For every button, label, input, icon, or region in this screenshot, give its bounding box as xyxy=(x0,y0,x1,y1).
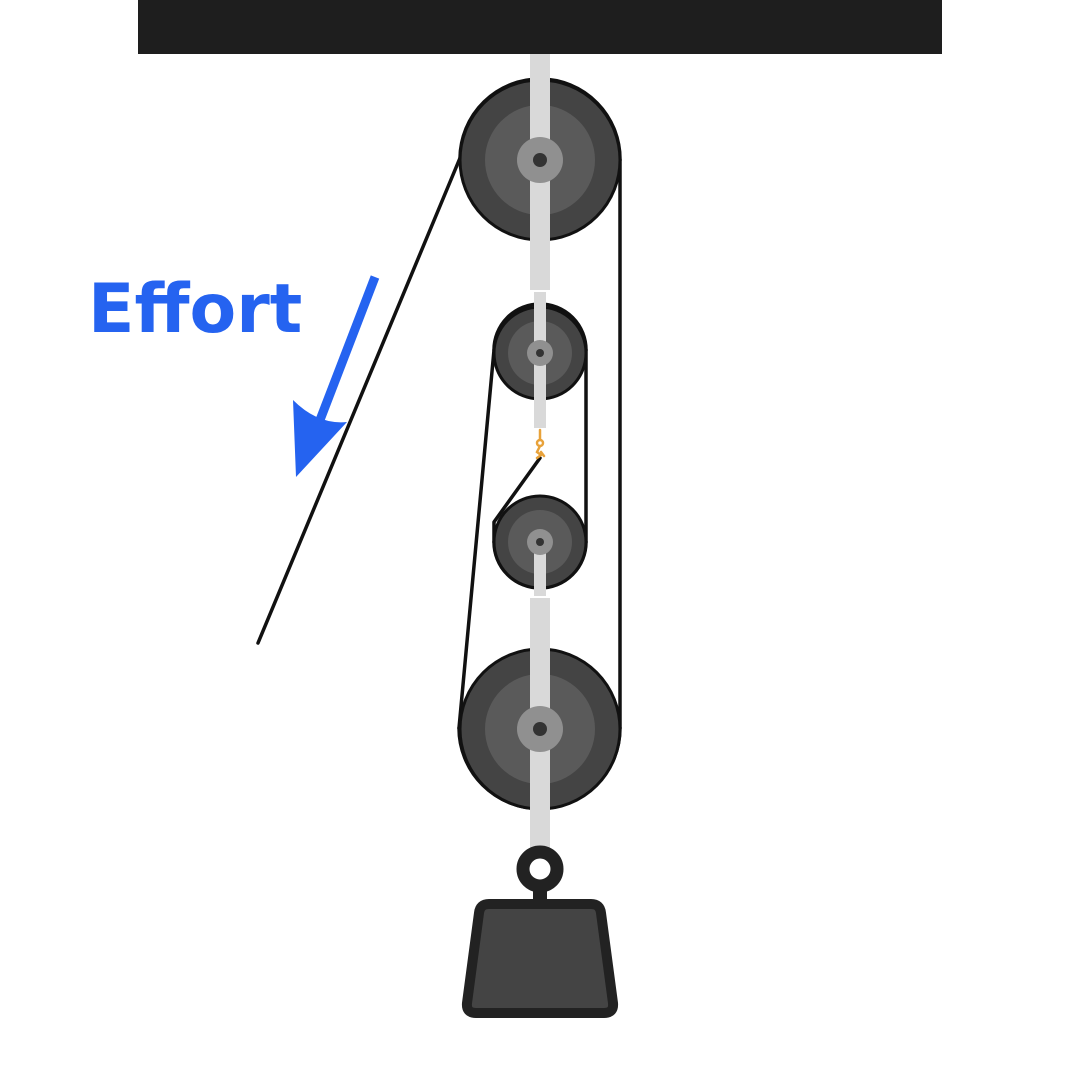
effort-arrow xyxy=(293,275,380,477)
rope-free-end xyxy=(256,156,462,645)
rope-left-long xyxy=(457,348,496,730)
load-body xyxy=(461,899,619,1018)
load-weight xyxy=(461,845,619,1018)
strap-lower-narrow xyxy=(534,546,546,596)
effort-arrow-shaft xyxy=(315,275,380,422)
effort-label: Effort xyxy=(88,270,303,349)
hook xyxy=(535,428,546,460)
load-ring xyxy=(516,845,564,893)
effort-arrow-head xyxy=(293,400,347,477)
pulley-hubs xyxy=(517,137,563,752)
ceiling-beam xyxy=(138,0,942,54)
